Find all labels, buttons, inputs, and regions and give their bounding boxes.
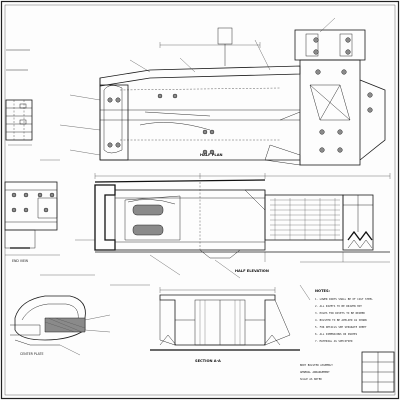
note-2: 2. ALL RIVETS TO BE DRIVEN HOT	[315, 304, 362, 308]
title-line-2: GENERAL ARRANGEMENT	[300, 370, 330, 374]
plan-leaders	[59, 17, 336, 156]
half-plan-view: HALF PLAN	[99, 27, 386, 166]
top-left-detail	[5, 49, 33, 146]
note-1: 1. LOWER PARTS SHALL BE OF CAST STEEL	[315, 297, 373, 301]
dimension-ticks	[40, 159, 390, 301]
half-plan-label: HALF PLAN	[200, 153, 223, 157]
end-view-label: END VIEW	[12, 259, 29, 263]
section-a-label: SECTION A-A	[195, 359, 221, 363]
elevation-dimensions	[75, 173, 391, 279]
notes-block: NOTES: 1. LOWER PARTS SHALL BE OF CAST S…	[315, 289, 373, 343]
plan-rivet-array	[313, 37, 373, 153]
notes-heading: NOTES:	[315, 289, 331, 293]
center-plate-label: CENTER PLATE	[20, 352, 43, 356]
note-6: 6. ALL DIMENSIONS IN INCHES	[315, 332, 358, 336]
note-5: 5. FOR DETAILS SEE SEPARATE SHEET	[315, 325, 367, 329]
half-elevation-label: HALF ELEVATION	[235, 269, 269, 273]
title-line-3: SCALE AS NOTED	[300, 377, 322, 381]
section-a-view: SECTION A-A	[150, 287, 300, 363]
note-4: 4. BOLSTER TO BE APPLIED AS SHOWN	[315, 318, 367, 322]
title-block: BODY BOLSTER ASSEMBLY GENERAL ARRANGEMEN…	[300, 351, 395, 393]
half-elevation-view: HALF ELEVATION	[94, 179, 390, 273]
center-plate-casting: CENTER PLATE	[10, 295, 111, 356]
hatched-panel	[270, 198, 340, 240]
note-7: 7. MATERIAL AS SPECIFIED	[315, 339, 353, 343]
title-line-1: BODY BOLSTER ASSEMBLY	[300, 363, 333, 367]
note-3: 3. HOLES FOR RIVETS TO BE REAMED	[315, 311, 365, 315]
end-section-view: END VIEW	[4, 181, 60, 263]
